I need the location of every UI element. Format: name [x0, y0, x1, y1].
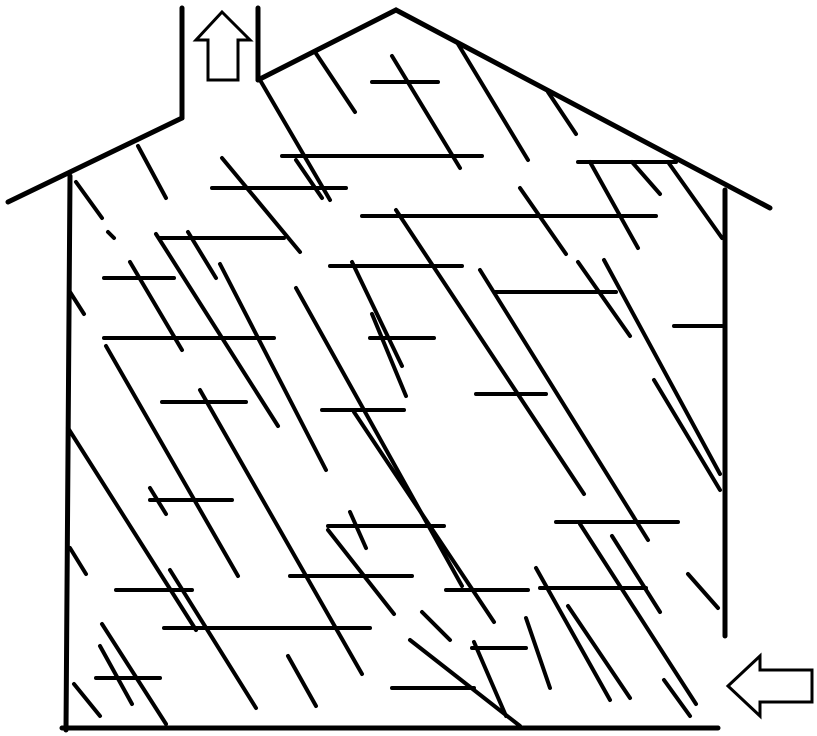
maze-wall-segment — [612, 536, 660, 612]
maze-wall-segment — [350, 512, 366, 548]
maze-wall-segment — [352, 262, 402, 366]
maze-wall-segment — [68, 428, 196, 630]
left-wall — [66, 176, 70, 730]
maze-wall-segment — [76, 182, 102, 218]
maze-wall-segment — [100, 646, 132, 704]
maze-wall-segment — [526, 618, 550, 688]
maze-wall-segment — [422, 612, 450, 640]
house-outline — [8, 8, 770, 730]
maze-wall-segment — [668, 162, 722, 238]
maze-wall-segment — [74, 684, 100, 716]
maze-wall-segment — [590, 162, 638, 248]
maze-wall-segment — [480, 270, 648, 540]
up-arrow-icon — [196, 12, 250, 80]
maze-wall-segment — [328, 530, 394, 614]
maze-wall-segment — [520, 188, 566, 254]
maze-wall-segment — [315, 52, 355, 112]
maze-wall-segment — [108, 232, 114, 238]
roof-left-line — [8, 118, 182, 202]
maze-wall-segment — [372, 314, 406, 396]
maze-wall-segment — [138, 146, 166, 198]
maze-wall-segment — [102, 624, 166, 724]
maze-wall-segment — [70, 292, 84, 314]
maze-wall-segment — [654, 380, 720, 490]
left-arrow-icon — [728, 656, 812, 716]
maze-wall-segment — [220, 264, 326, 470]
maze-wall-segment — [260, 80, 330, 200]
side-entry-arrow — [728, 656, 812, 716]
maze-wall-segment — [156, 234, 278, 426]
maze-lines — [68, 44, 722, 726]
maze-wall-segment — [288, 656, 316, 706]
chimney-exit-arrow — [196, 12, 250, 80]
maze-wall-segment — [396, 210, 584, 494]
maze-wall-segment — [106, 346, 238, 576]
maze-wall-segment — [604, 260, 720, 474]
maze-wall-segment — [200, 390, 362, 674]
maze-wall-segment — [632, 162, 660, 194]
maze-wall-segment — [688, 574, 718, 608]
maze-wall-segment — [392, 56, 460, 168]
maze-wall-segment — [70, 548, 86, 574]
roof-right-line — [258, 10, 770, 208]
maze-wall-segment — [578, 262, 630, 336]
